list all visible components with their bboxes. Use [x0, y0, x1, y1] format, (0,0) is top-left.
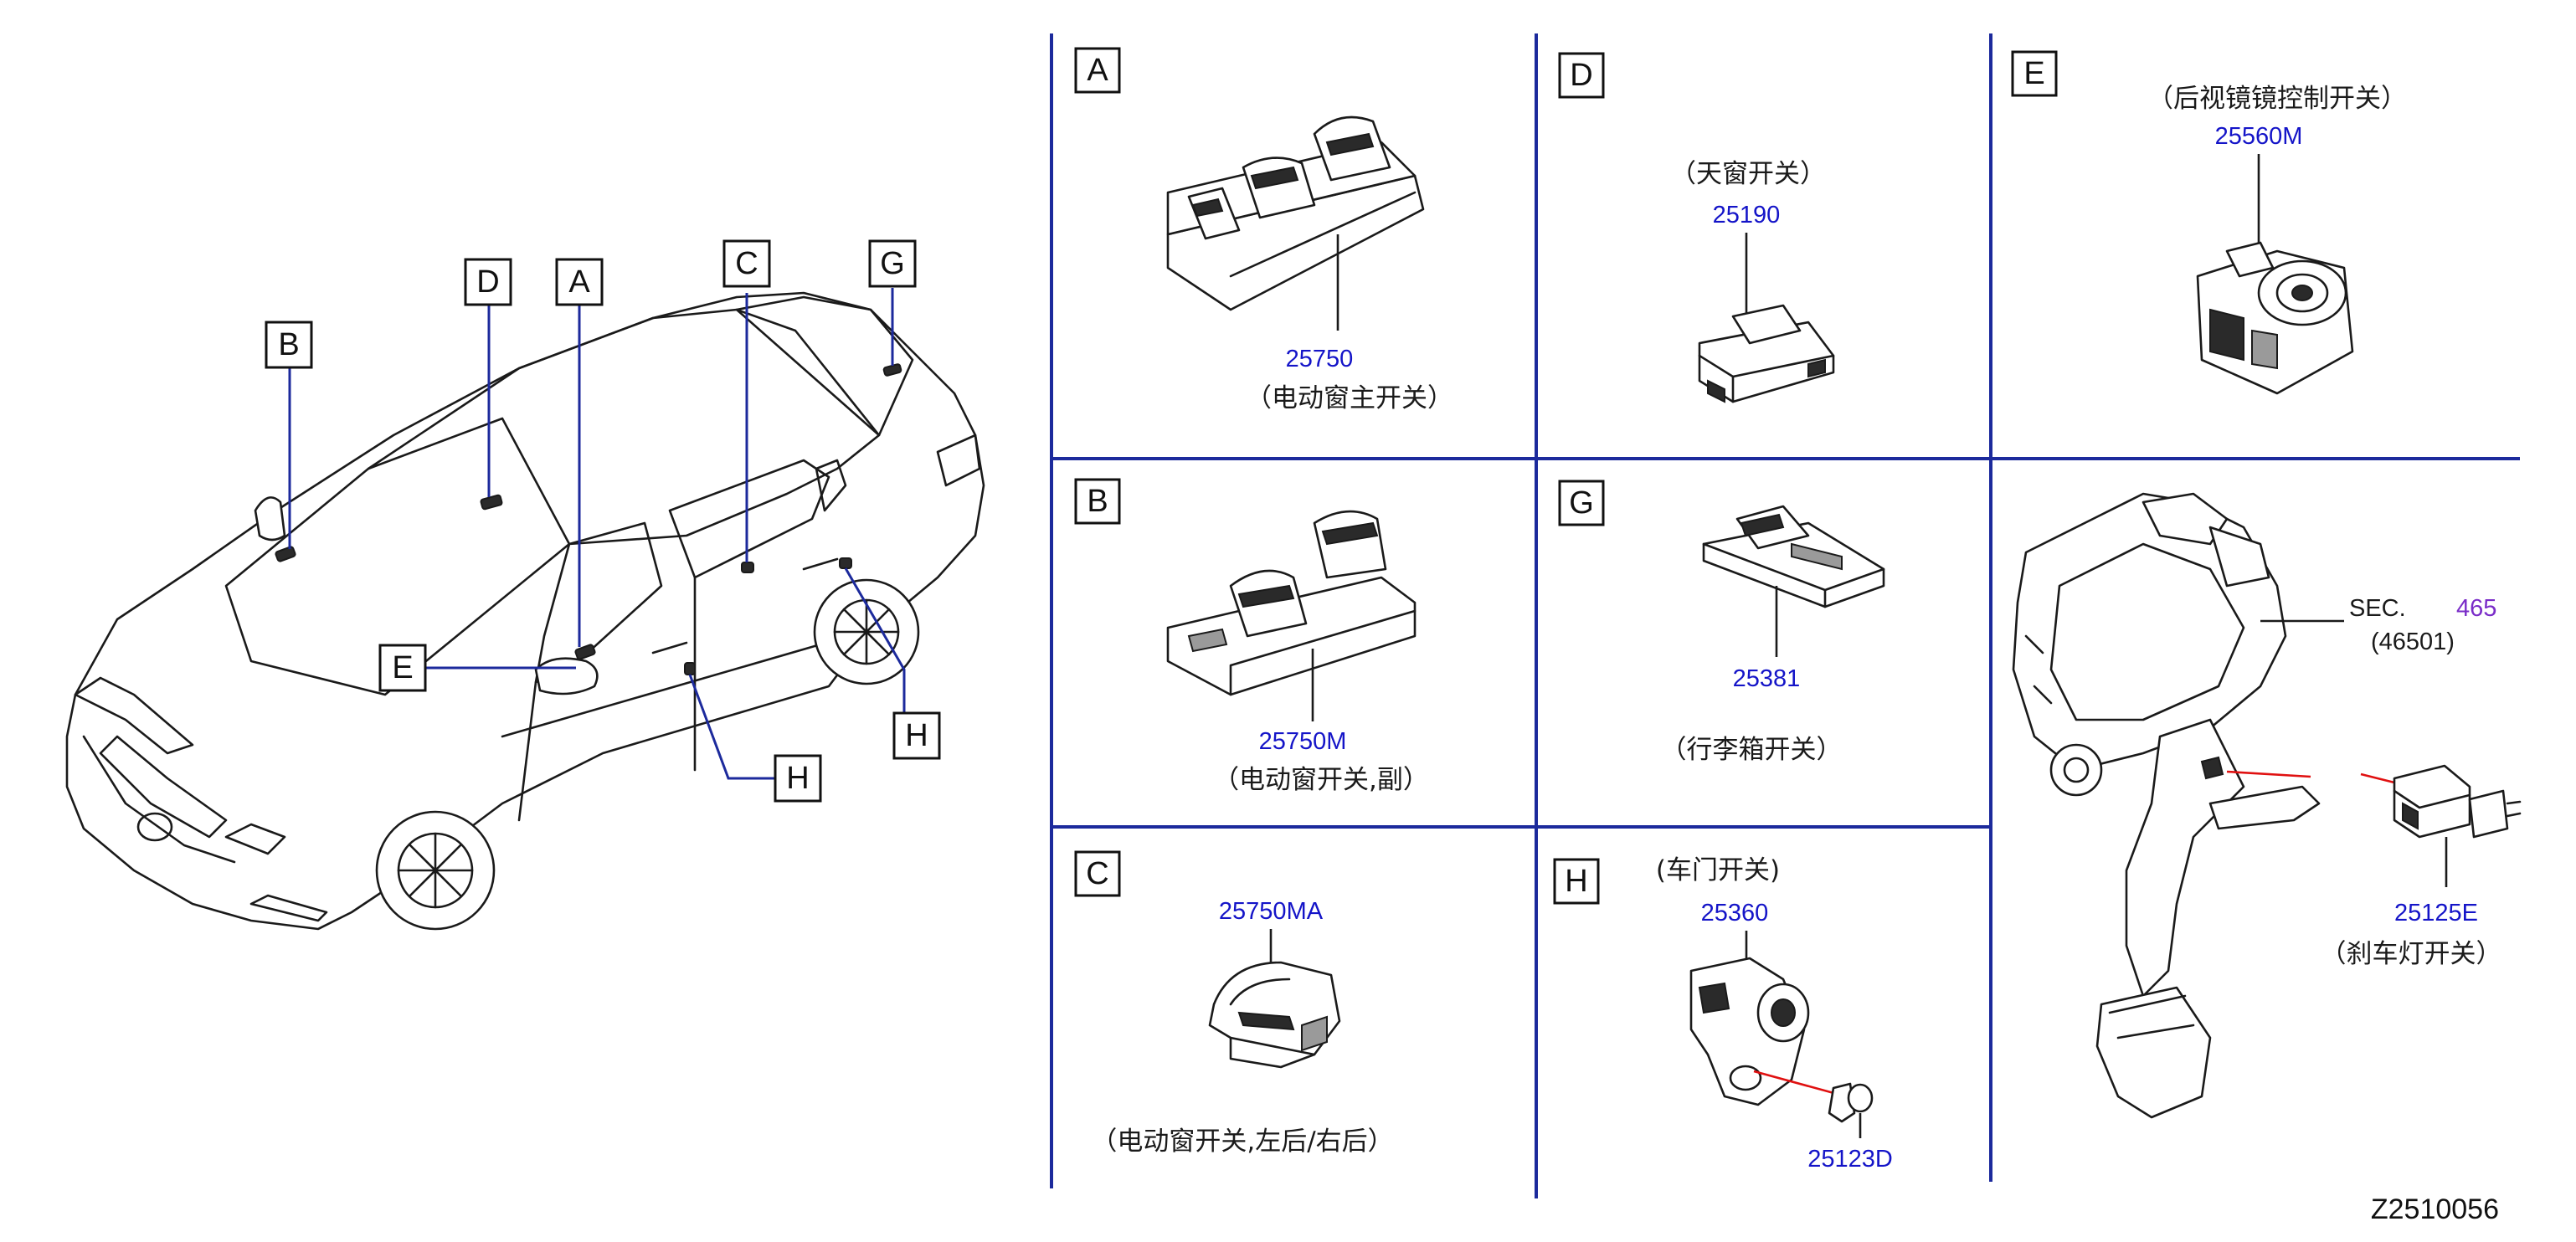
- panel-h-part-number-2: 25123D: [1807, 1146, 1893, 1173]
- car-callout-h-rear: H: [892, 711, 941, 760]
- car-callout-g-letter: G: [880, 246, 905, 281]
- panel-a-part-number: 25750: [1286, 346, 1354, 372]
- panel-e: E （后视镜镜控制开关） 25560M: [2011, 50, 2407, 395]
- car-callout-e: E: [378, 644, 427, 692]
- panel-a: A 25750 （电动窗主开关）: [1074, 47, 1453, 413]
- brake-sec-sub: (46501): [2371, 629, 2455, 655]
- panel-d: D （天窗开关） 25190: [1558, 52, 1835, 403]
- car-illustration: [65, 291, 985, 931]
- panel-b-part-number: 25750M: [1259, 728, 1347, 755]
- panel-a-letter: A: [1087, 53, 1108, 88]
- panel-e-letter: E: [2023, 56, 2044, 91]
- panel-h-label: (车门开关): [1656, 855, 1780, 885]
- car-callout-c-letter: C: [735, 246, 758, 281]
- panel-c-letter: C: [1086, 856, 1108, 891]
- panel-c-part-number: 25750MA: [1219, 898, 1324, 925]
- car-callout-a: A: [555, 258, 604, 306]
- car-callout-e-letter: E: [392, 650, 413, 685]
- panel-grid: [1050, 33, 2520, 1198]
- car-callout-b: B: [265, 321, 313, 369]
- panel-brake: SEC. 465 (46501) 25125E （刹车灯开关）: [2012, 492, 2522, 1119]
- window-sub-switch-drawing: [1166, 510, 1417, 696]
- panel-g-letter: G: [1569, 485, 1594, 521]
- panel-d-label: （天窗开关）: [1670, 159, 1826, 189]
- car-callout-b-letter: B: [278, 327, 299, 362]
- panel-a-label: （电动窗主开关）: [1246, 383, 1453, 413]
- panel-h-letter: H: [1565, 864, 1587, 899]
- diagram-code: Z2510056: [2371, 1193, 2499, 1225]
- mirror-control-switch-drawing: [2196, 241, 2354, 395]
- panel-e-part-number: 25560M: [2215, 123, 2303, 150]
- panel-h-part-number: 25360: [1701, 900, 1769, 926]
- panel-h: H (车门开关) 25360 25123D: [1553, 855, 1893, 1173]
- panel-e-label: （后视镜镜控制开关）: [2147, 84, 2407, 114]
- panel-b-letter: B: [1087, 484, 1108, 519]
- car-callout-d: D: [464, 258, 512, 306]
- panel-c-label: （电动窗开关,左后/右后）: [1091, 1127, 1393, 1157]
- panel-b-label: （电动窗开关,副）: [1213, 765, 1429, 795]
- sunroof-switch-drawing: [1698, 304, 1835, 403]
- car-leader-lines: [288, 288, 906, 780]
- car-callout-h-front-letter: H: [786, 761, 809, 796]
- brake-pedal-assembly-drawing: [2012, 492, 2321, 1119]
- car-callout-d-letter: D: [476, 264, 499, 300]
- door-switch-drawing: [1689, 957, 1874, 1123]
- car-callout-c: C: [722, 239, 771, 288]
- car-callout-h-rear-letter: H: [905, 718, 928, 753]
- window-master-switch-drawing: [1166, 115, 1425, 311]
- panel-d-part-number: 25190: [1713, 202, 1781, 228]
- brake-label: （刹车灯开关）: [2321, 939, 2502, 969]
- panel-g-label: （行李箱开关）: [1661, 735, 1843, 765]
- panel-g-part-number: 25381: [1733, 665, 1801, 692]
- panel-g: G 25381 （行李箱开关）: [1558, 480, 1885, 765]
- stop-lamp-switch-drawing: [2393, 764, 2522, 839]
- car-callout-h-front: H: [774, 754, 822, 803]
- trunk-switch-drawing: [1702, 505, 1885, 608]
- panel-b: B 25750M （电动窗开关,副）: [1074, 478, 1429, 795]
- brake-part-number: 25125E: [2394, 900, 2478, 926]
- panel-c: C 25750MA （电动窗开关,左后/右后）: [1074, 850, 1394, 1157]
- car-callout-a-letter: A: [568, 264, 590, 300]
- brake-sec-number: 465: [2456, 595, 2496, 622]
- panel-d-letter: D: [1570, 58, 1592, 93]
- car-callout-g: G: [868, 239, 917, 288]
- rear-window-switch-drawing: [1208, 961, 1341, 1069]
- brake-sec-label: SEC.: [2349, 595, 2406, 622]
